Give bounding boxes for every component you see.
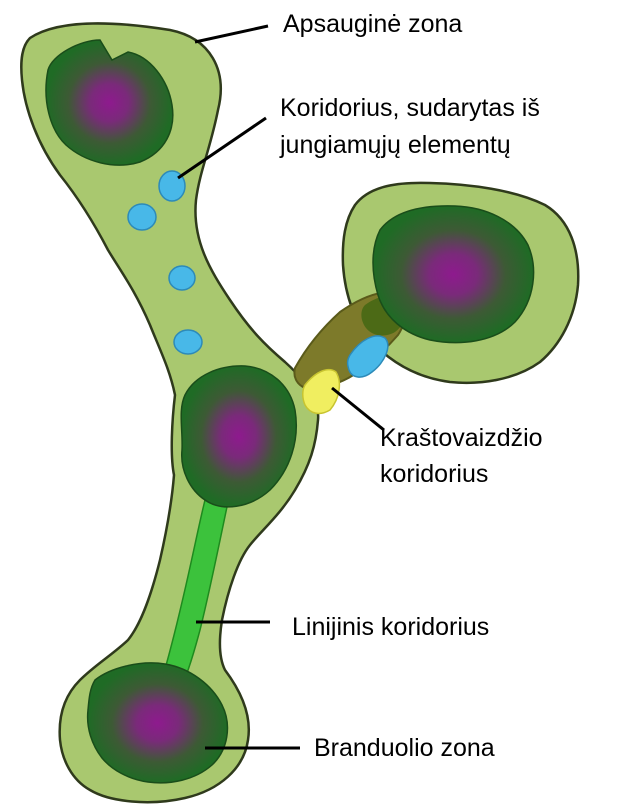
stepping-stone-3	[169, 266, 195, 290]
label-stepping-stone-corridor-line2: jungiamųjų elementų	[279, 131, 511, 159]
label-landscape-corridor-line2: koridorius	[380, 460, 488, 488]
stepping-stone-2	[128, 204, 156, 230]
label-buffer-zone: Apsauginė zona	[283, 10, 462, 38]
leader-line-buffer-zone	[195, 26, 268, 42]
label-landscape-corridor-line1: Kraštovaizdžio	[380, 424, 543, 452]
core-zone-right	[373, 206, 534, 343]
stepping-stone-4	[174, 330, 202, 354]
label-core-zone: Branduolio zona	[314, 734, 495, 762]
leader-line-landscape-corridor	[332, 388, 384, 430]
label-linear-corridor: Linijinis koridorius	[292, 613, 489, 641]
label-stepping-stone-corridor-line1: Koridorius, sudarytas iš	[280, 94, 540, 122]
